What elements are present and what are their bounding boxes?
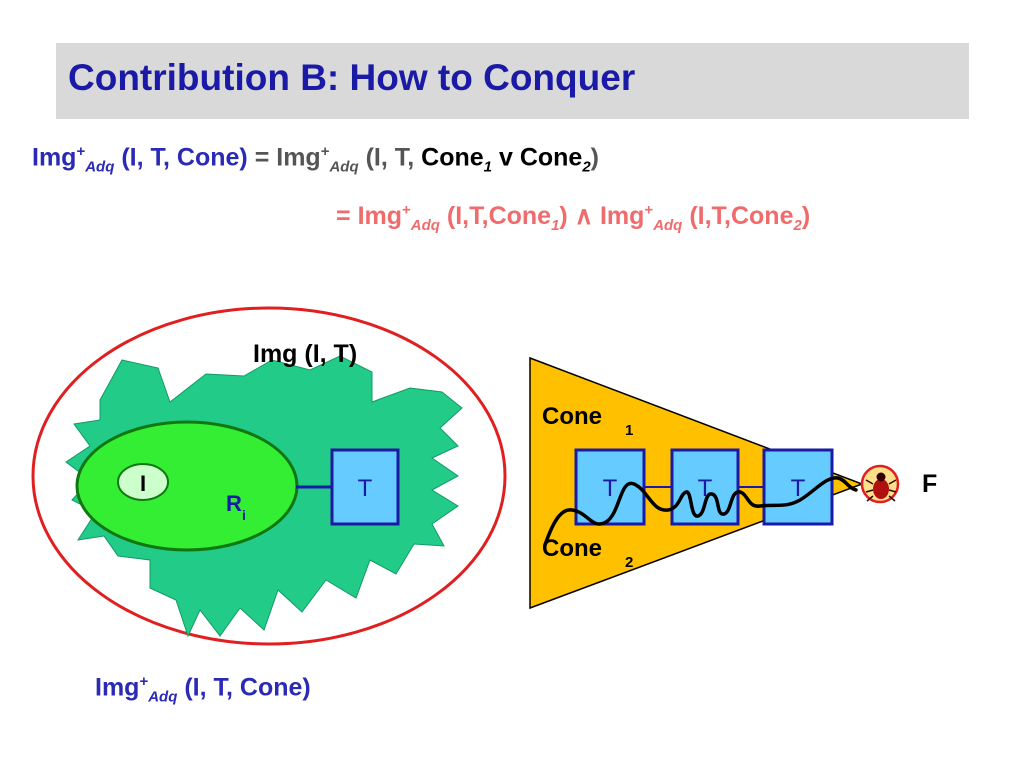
eq2-close-b: ) bbox=[801, 202, 811, 230]
title-bar: Contribution B: How to Conquer bbox=[56, 43, 969, 119]
rhs-close: ) bbox=[590, 143, 599, 172]
eq2-adq-a: Adq bbox=[410, 217, 440, 234]
eq2-plus-b: + bbox=[644, 201, 654, 219]
lhs-adq: Adq bbox=[85, 158, 115, 176]
eq2-equals: = bbox=[336, 202, 351, 230]
init-ellipse bbox=[117, 463, 169, 501]
region-label: R bbox=[226, 491, 242, 516]
cone-box-1 bbox=[574, 448, 646, 526]
rhs-img: Img bbox=[276, 143, 321, 172]
cone2-label: Cone bbox=[542, 535, 602, 562]
cone2-sub: 2 bbox=[625, 554, 633, 571]
rhs-sub-1: 1 bbox=[483, 158, 492, 176]
lhs-args: (I, T, Cone) bbox=[121, 143, 248, 172]
rhs-or: v bbox=[498, 143, 513, 172]
cone-box-3-label: T bbox=[791, 475, 806, 502]
bottom-label: Img+Adq (I, T, Cone) bbox=[95, 673, 311, 705]
cone1-label: Cone bbox=[542, 403, 602, 430]
eq2-img-a: Img bbox=[357, 202, 403, 230]
trace-path bbox=[543, 476, 858, 547]
img-label: Img (I, T) bbox=[253, 340, 357, 368]
bottom-adq: Adq bbox=[148, 688, 178, 706]
eq2-img-b: Img bbox=[599, 202, 645, 230]
eq2-sub-2: 2 bbox=[793, 217, 802, 234]
cone1-sub: 1 bbox=[625, 422, 633, 439]
eq2-plus-a: + bbox=[402, 201, 411, 219]
lhs-img: Img bbox=[32, 143, 77, 172]
target-box-left bbox=[330, 448, 400, 526]
rhs-cone-2: Cone bbox=[519, 143, 583, 172]
eq2-close-a: ) bbox=[559, 202, 568, 230]
lhs-plus: + bbox=[76, 143, 86, 160]
equation-line-1: Img+Adq (I, T, Cone) = Img+Adq (I, T, Co… bbox=[32, 143, 599, 175]
bottom-img: Img bbox=[95, 673, 140, 702]
region-sub: i bbox=[242, 507, 246, 523]
slide-title: Contribution B: How to Conquer bbox=[68, 57, 636, 98]
equation-line-2: = Img+Adq (I,T,Cone1) ∧ Img+Adq (I,T,Con… bbox=[336, 201, 810, 234]
cone-box-1-label: T bbox=[603, 475, 618, 502]
rhs-args-a: (I, T, bbox=[365, 143, 415, 172]
outer-red-ellipse bbox=[31, 306, 507, 646]
eq2-adq-b: Adq bbox=[653, 217, 683, 234]
rhs-adq: Adq bbox=[329, 158, 359, 176]
bottom-plus: + bbox=[139, 673, 149, 690]
eq2-sub-1: 1 bbox=[551, 217, 560, 234]
target-box-left-label: T bbox=[358, 475, 373, 502]
rhs-sub-2: 2 bbox=[582, 158, 591, 176]
rhs-plus: + bbox=[320, 143, 330, 160]
rhs-cone-1: Cone bbox=[421, 143, 484, 172]
bottom-args: (I, T, Cone) bbox=[184, 673, 311, 702]
init-label: I bbox=[140, 471, 146, 496]
eq1-equals: = bbox=[254, 143, 270, 172]
bug-icon bbox=[860, 464, 900, 504]
failure-label: F bbox=[922, 470, 937, 498]
region-ellipse bbox=[75, 420, 299, 552]
eq2-and: ∧ bbox=[574, 202, 594, 230]
cone-box-3 bbox=[762, 448, 834, 526]
eq2-args-b: (I,T,Cone bbox=[689, 202, 794, 230]
eq2-args-a: (I,T,Cone bbox=[446, 202, 552, 230]
